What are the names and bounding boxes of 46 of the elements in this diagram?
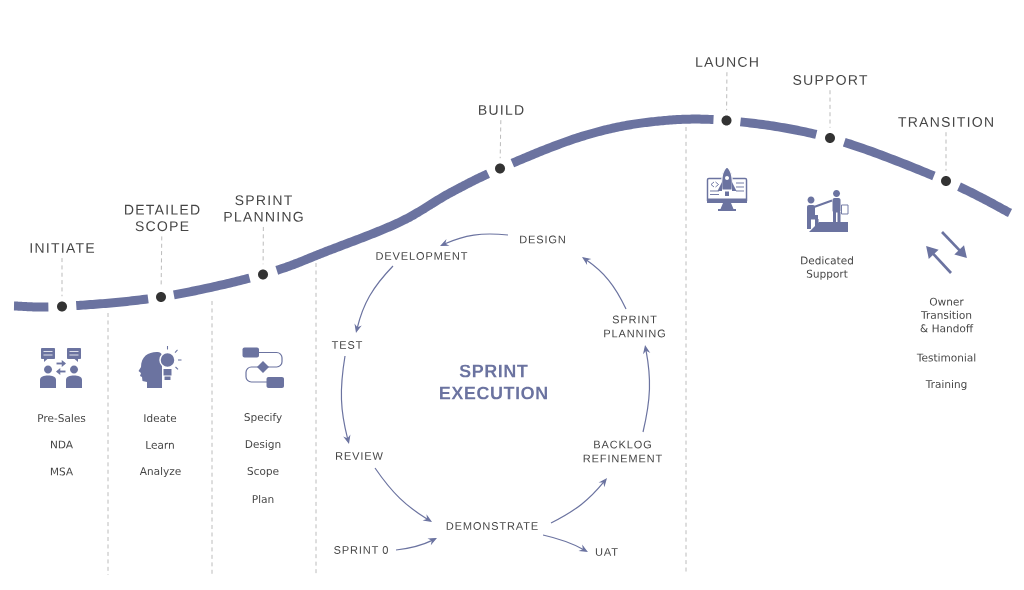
step-label: DEVELOPMENT (376, 252, 468, 260)
arrow (550, 478, 607, 524)
item-text: Dedicated Support (801, 256, 853, 280)
item-text: Plan (252, 494, 274, 504)
leader-line (160, 236, 163, 288)
arrow (354, 265, 394, 333)
arrow (374, 467, 432, 522)
phase-heading: TRANSITION (898, 117, 993, 127)
arrow (542, 534, 588, 552)
step-label: DESIGN (520, 235, 565, 244)
item-text: Training (925, 379, 967, 391)
step-label: BACKLOG REFINEMENT (583, 440, 662, 463)
leader-line (499, 119, 502, 159)
phase-heading: BUILD (479, 105, 524, 115)
phase-heading: SUPPORT (793, 75, 868, 85)
phase-heading: SPRINT PLANNING (224, 195, 303, 222)
item-text: NDA (51, 440, 73, 449)
item-text: Analyze (139, 466, 181, 478)
phase-heading: LAUNCH (696, 57, 758, 67)
phase-heading: DETAILED SCOPE (125, 204, 200, 232)
step-label: SPRINT 0 (334, 546, 388, 554)
item-text: Ideate (144, 413, 177, 423)
step-label: UAT (595, 548, 618, 556)
leader-line (61, 257, 63, 297)
item-text: MSA (50, 467, 73, 476)
item-text: Scope (247, 467, 279, 477)
phase-heading: INITIATE (30, 243, 95, 253)
arrow (440, 233, 509, 246)
item-text: Testimonial (916, 353, 976, 362)
leader-line (726, 71, 728, 111)
arrow (582, 257, 627, 310)
arrow (340, 355, 351, 444)
leader-line (829, 89, 831, 129)
item-text: Owner Transition & Handoff (920, 297, 974, 333)
leader-line (262, 226, 264, 265)
step-label: REVIEW (336, 452, 383, 460)
item-text: Design (245, 439, 281, 451)
item-text: Specify (244, 412, 282, 424)
item-text: Pre-Sales (38, 413, 86, 423)
arrow (642, 345, 651, 433)
cycle-title: SPRINT EXECUTION (440, 364, 547, 400)
item-text: Learn (146, 441, 174, 449)
step-label: DEMONSTRATE (446, 522, 538, 530)
arrow (395, 538, 437, 551)
step-label: TEST (331, 341, 363, 349)
step-label: SPRINT PLANNING (604, 315, 665, 338)
